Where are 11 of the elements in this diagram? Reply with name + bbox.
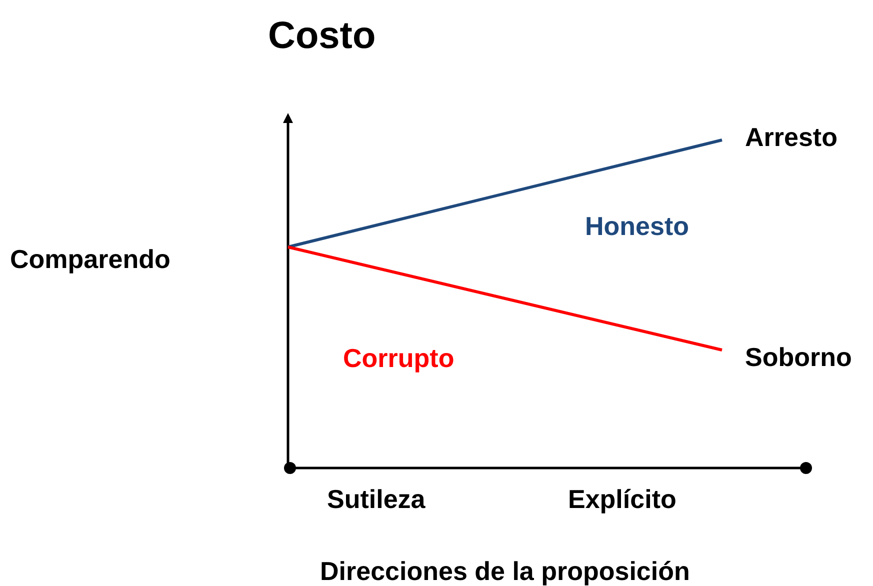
axis-label: Direcciones de la proposición	[320, 555, 690, 586]
line-end-label: Soborno	[722, 342, 852, 372]
region-label: Corrupto	[343, 342, 454, 374]
axis-label: Comparendo	[10, 243, 170, 275]
trend-line	[288, 138, 722, 248]
region-label: Honesto	[585, 210, 689, 242]
trend-line	[288, 246, 722, 352]
tick-label: Explícito	[568, 483, 676, 515]
line-end-label: Arresto	[722, 122, 838, 152]
axis-title: Costo	[268, 14, 376, 58]
tick-label: Sutileza	[327, 483, 426, 515]
